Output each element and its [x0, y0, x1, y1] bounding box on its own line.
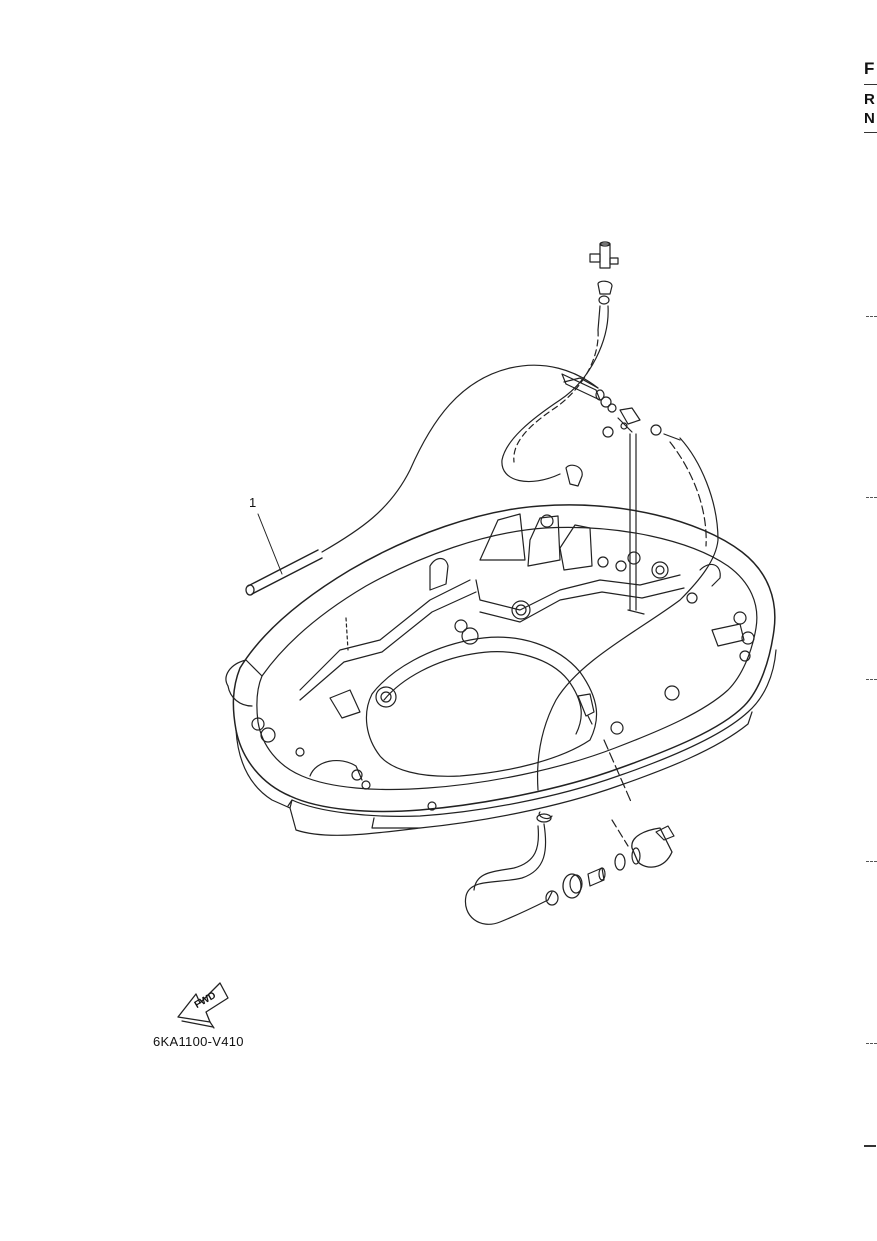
lower-fitting-cluster [464, 693, 675, 925]
fwd-arrow-icon [177, 982, 229, 1029]
figure-code: 6KA1100-V410 [153, 1034, 244, 1049]
edge-rule-top [864, 84, 877, 85]
hose-part-1 [245, 364, 599, 596]
callout-1-leader [257, 513, 283, 575]
edge-letter-n: N [864, 110, 875, 127]
edge-rule-foot [864, 1145, 876, 1147]
edge-tick [866, 497, 877, 498]
edge-letter-r: R [864, 91, 875, 108]
callout-1: 1 [249, 495, 257, 510]
edge-tick [866, 861, 877, 862]
top-fitting-cluster [501, 241, 719, 791]
edge-tick [866, 679, 877, 680]
edge-tick [866, 316, 877, 317]
edge-letter-f: F [864, 59, 875, 78]
edge-tick [866, 1043, 877, 1044]
water-hose-assembly [245, 241, 719, 925]
edge-rule-bottom [864, 132, 877, 133]
bottom-cowling [225, 504, 777, 836]
